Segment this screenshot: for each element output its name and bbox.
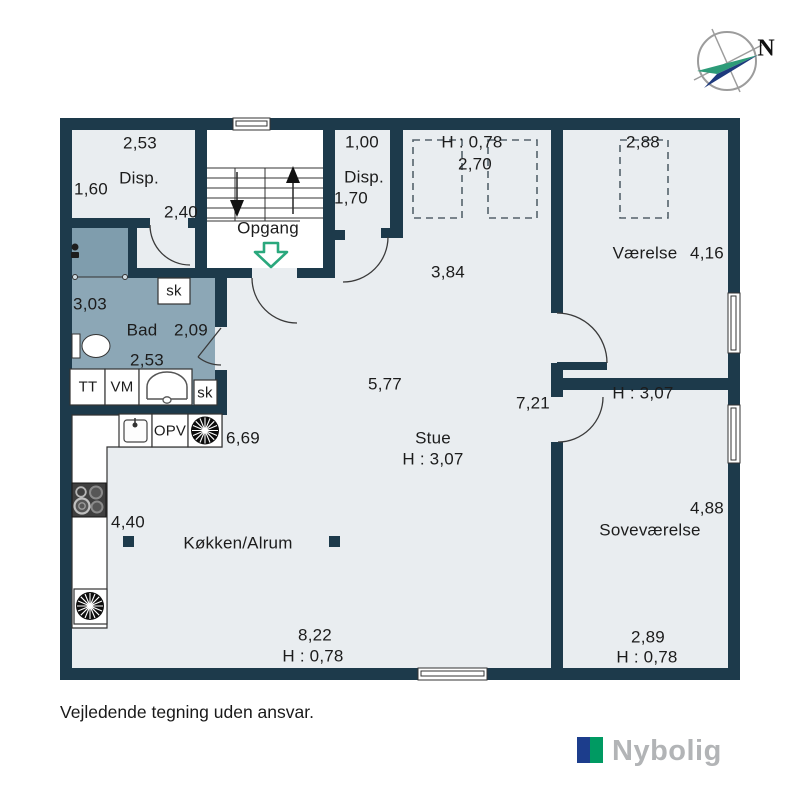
room-label-opgang: Opgang	[237, 218, 299, 238]
stair-up-arrow-icon	[286, 166, 300, 183]
dim-kitchen-width: 8,22	[298, 625, 332, 645]
dim-loft-depth: 2,70	[458, 154, 492, 174]
room-label-stue: Stue	[415, 428, 451, 448]
label-dryer-tt: TT	[78, 378, 98, 396]
door-vaerelse	[556, 312, 608, 364]
compass-needle-navy	[704, 55, 758, 88]
hand-basin-icon	[146, 371, 188, 399]
dim-stue-ceiling: H : 3,07	[402, 449, 464, 469]
post-left	[123, 536, 134, 547]
closet-sk-right	[193, 379, 218, 406]
room-label-sovevaerelse: Soveværelse	[599, 520, 701, 540]
dim-sove-ceiling: H : 3,07	[612, 383, 674, 403]
toilet-icon	[71, 333, 81, 359]
dishwasher-box	[151, 413, 189, 448]
bathroom-fixtures	[69, 243, 218, 406]
shower-head-icon	[71, 243, 79, 251]
stair-down-arrow-icon	[230, 200, 244, 217]
fan-icon-top	[191, 416, 219, 445]
dim-disp-left-width: 2,53	[123, 133, 157, 153]
compass-needle-green	[697, 55, 758, 74]
label-closet-sk-top: sk	[166, 282, 182, 300]
dim-sove-width: 2,89	[631, 627, 665, 647]
nybolig-logo-text: Nybolig	[612, 735, 722, 767]
shower-floor	[72, 228, 128, 277]
disclaimer-text: Vejledende tegning uden ansvar.	[60, 702, 314, 722]
dim-kitchen-depth: 4,40	[111, 512, 145, 532]
post-right	[329, 536, 340, 547]
walls	[60, 118, 740, 680]
entrance-arrow-icon	[253, 241, 289, 269]
low-ceiling-dashed-zones	[412, 139, 669, 219]
door-bad	[197, 327, 222, 366]
dim-bad-inner: 2,53	[130, 350, 164, 370]
room-label-vaerelse: Værelse	[612, 243, 678, 263]
room-label-disp-right: Disp.	[344, 167, 384, 187]
stove-icon	[71, 482, 107, 518]
window-bottom	[417, 667, 488, 681]
nybolig-logo-mark	[577, 737, 603, 763]
window-right-sovevaerelse	[727, 404, 741, 464]
dim-disp-left-depth: 1,60	[74, 179, 108, 199]
dim-loft-ceiling: H : 0,78	[441, 132, 503, 152]
dim-stue-width: 5,77	[368, 374, 402, 394]
dim-bad-depth: 3,03	[73, 294, 107, 314]
kitchen-fixtures	[71, 413, 340, 629]
windows	[232, 117, 741, 681]
compass-rose	[693, 28, 763, 93]
door-disp-left	[149, 224, 191, 266]
dim-disp-right-depth: 1,70	[334, 188, 368, 208]
dim-sove-length: 4,88	[690, 498, 724, 518]
shower-screen-hinge	[72, 274, 78, 280]
dim-vaerelse-length: 4,16	[690, 243, 724, 263]
door-opgang	[251, 277, 298, 324]
dim-disp-right-width: 1,00	[345, 132, 379, 152]
staircase	[207, 166, 323, 222]
shower-screen-hinge	[122, 274, 128, 280]
room-label-bad: Bad	[126, 320, 158, 340]
label-closet-sk-right: sk	[197, 384, 213, 402]
dim-kitchen-low-ceiling: H : 0,78	[282, 646, 344, 666]
dim-loft-width: 3,84	[431, 262, 465, 282]
room-label-disp-left: Disp.	[119, 168, 159, 188]
label-dishwasher-opv: OPV	[153, 422, 187, 440]
dim-sove-low-ceiling: H : 0,78	[616, 647, 678, 667]
fan-icon-bottom	[76, 592, 104, 620]
door-disp-right	[342, 236, 389, 283]
dim-kitchen-inner: 6,69	[226, 428, 260, 448]
door-swings	[149, 224, 608, 443]
label-washer-vm: VM	[110, 378, 134, 396]
room-label-kokken-alrum: Køkken/Alrum	[183, 533, 293, 553]
dryer-box	[69, 368, 106, 406]
dim-vaerelse-nook: 2,88	[626, 132, 660, 152]
window-top	[232, 117, 271, 131]
door-sovevaerelse	[557, 396, 604, 443]
dim-disp-left-inner: 2,40	[164, 202, 198, 222]
closet-sk-top	[157, 277, 191, 305]
washer-box	[104, 368, 140, 406]
dim-stue-length: 7,21	[516, 393, 550, 413]
window-right-vaerelse	[727, 292, 741, 354]
compass-north-label: N	[757, 35, 775, 62]
dim-bad-width: 2,09	[174, 320, 208, 340]
